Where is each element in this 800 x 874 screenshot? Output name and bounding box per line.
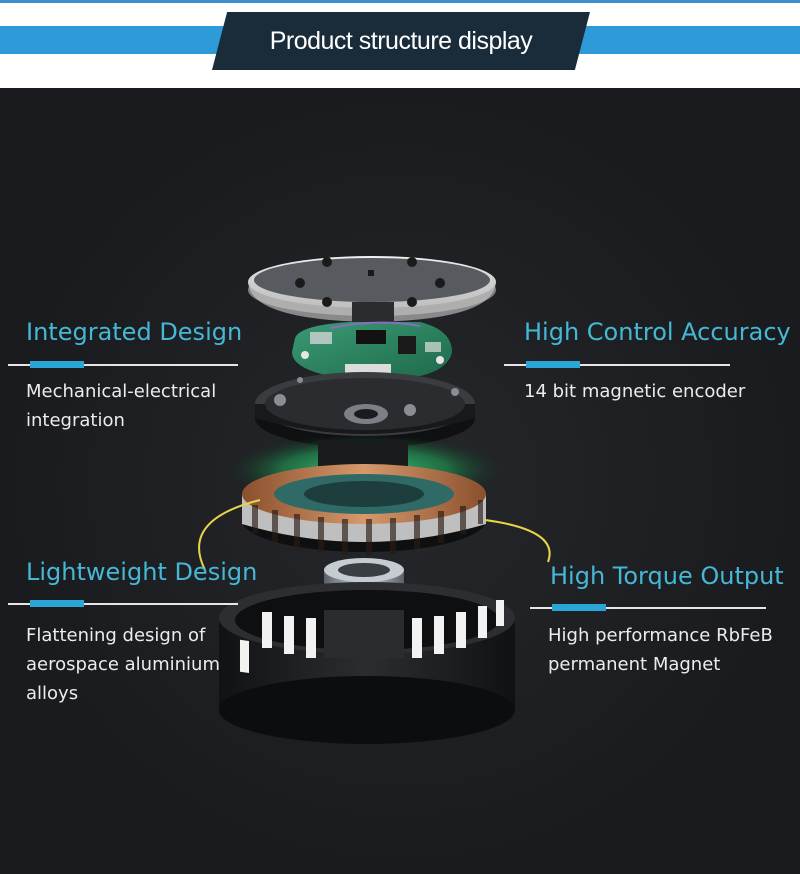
page-title: Product structure display [269,26,533,55]
feature-line-torque [530,607,766,609]
feature-desc-accuracy: 14 bit magnetic encoder [524,377,745,406]
feature-desc-line: High performance RbFeB [548,625,773,646]
feature-desc-line: alloys [26,683,79,704]
feature-desc-line: Flattening design of [26,625,206,646]
feature-title-lightweight: Lightweight Design [26,558,258,586]
title-banner [212,12,590,70]
feature-title-integrated: Integrated Design [26,318,243,346]
feature-desc-line: aerospace aluminium [26,654,220,675]
feature-desc-integrated: Mechanical-electrical integration [26,377,216,435]
header-top-line [0,0,800,3]
feature-line-accuracy [504,364,730,366]
rotor-housing [219,582,515,744]
encoder-pcb [292,321,452,378]
feature-accent-accuracy [526,361,580,368]
feature-desc-line: 14 bit magnetic encoder [524,381,746,402]
top-cover-plate [248,256,496,322]
feature-line-integrated [8,364,238,366]
feature-accent-torque [552,604,606,611]
orbit-line-left [198,499,261,571]
feature-line-lightweight [8,603,238,605]
feature-desc-lightweight: Flattening design of aerospace aluminium… [26,621,220,708]
feature-desc-line: integration [26,410,125,431]
feature-desc-line: permanent Magnet [548,654,721,675]
feature-accent-lightweight [30,600,84,607]
feature-accent-integrated [30,361,84,368]
orbit-line-right [484,519,551,563]
feature-desc-line: Mechanical-electrical [26,381,217,402]
feature-title-torque: High Torque Output [550,562,784,590]
feature-desc-torque: High performance RbFeB permanent Magnet [548,621,773,679]
feature-title-accuracy: High Control Accuracy [524,318,791,346]
stator-windings [242,464,486,555]
encoder-housing [255,372,475,448]
